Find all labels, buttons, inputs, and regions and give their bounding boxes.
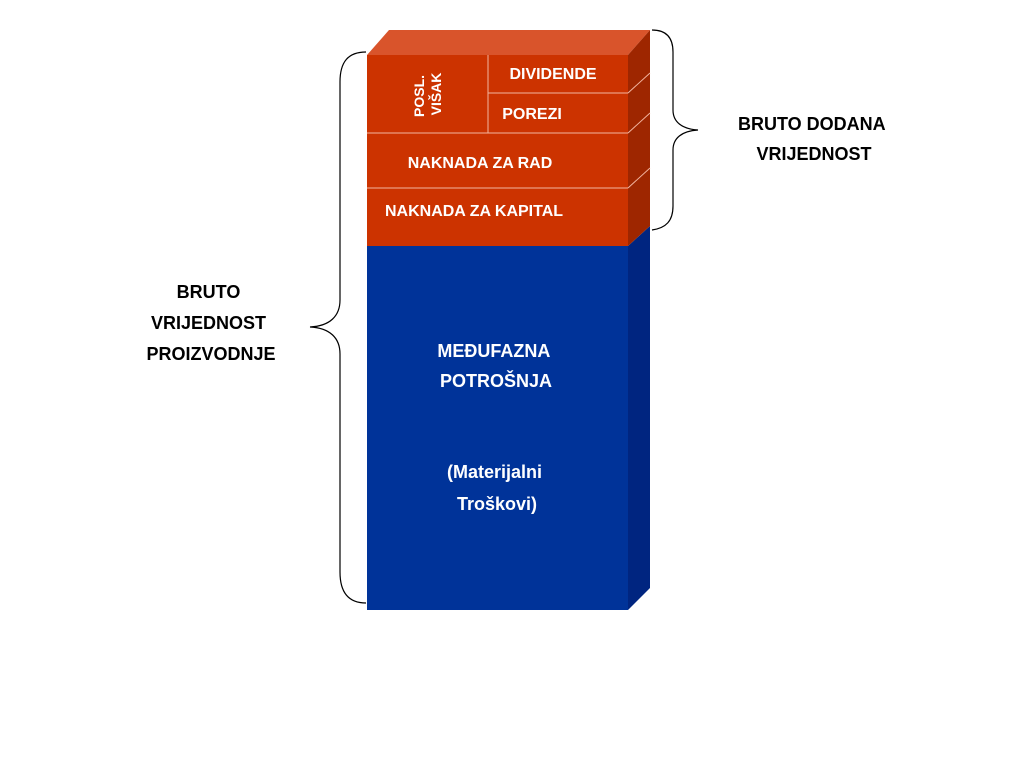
red-block-side — [628, 30, 650, 246]
red-block-top — [367, 30, 650, 55]
dividende-label: DIVIDENDE — [509, 66, 596, 83]
bruto-dodana-vrijednost-label: BRUTO DODANA VRIJEDNOST — [738, 114, 890, 164]
blue-block-side — [628, 226, 650, 610]
naknada-za-kapital-label: NAKNADA ZA KAPITAL — [385, 203, 563, 220]
naknada-za-rad-label: NAKNADA ZA RAD — [408, 155, 553, 172]
blue-block-front — [367, 246, 628, 610]
right-brace — [651, 29, 699, 231]
red-block-front — [367, 55, 628, 246]
left-brace — [309, 51, 367, 604]
porezi-label: POREZI — [502, 106, 562, 123]
materijalni-troskovi-label: (Materijalni Troškovi) — [447, 462, 547, 514]
medufazna-potrosnja-label: MEĐUFAZNA POTROŠNJA — [437, 341, 554, 391]
posl-visak-label: POSL. VIŠAK — [411, 71, 444, 117]
red-block-dividers — [367, 55, 651, 189]
bruto-vrijednost-proizvodnje-label: BRUTO VRIJEDNOST PROIZVODNJE — [146, 282, 275, 364]
